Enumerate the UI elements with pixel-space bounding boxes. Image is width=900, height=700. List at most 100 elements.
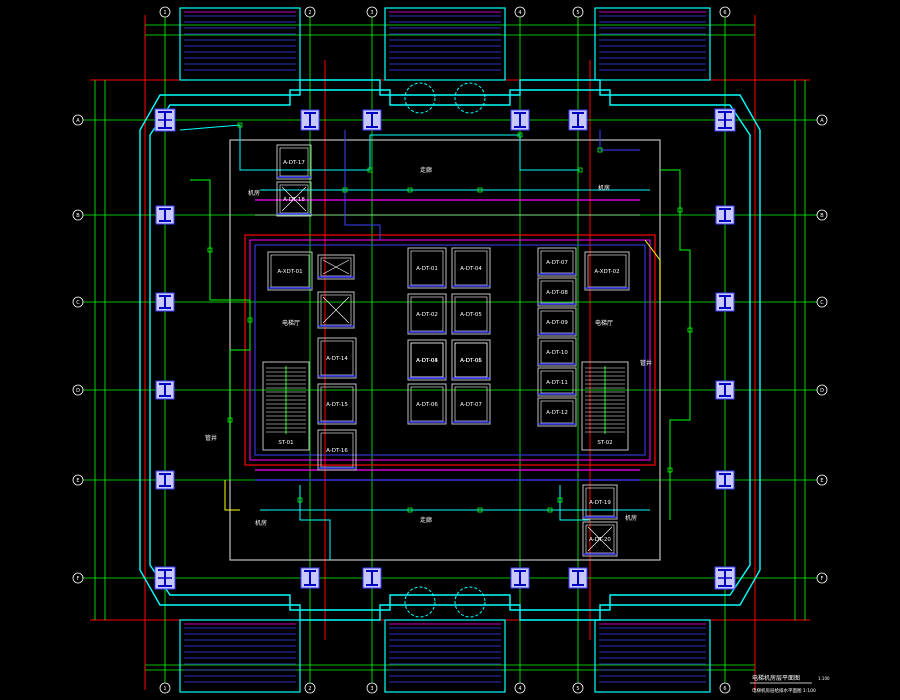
bubble-label: B <box>820 213 824 219</box>
bubble-label: 6 <box>723 10 726 16</box>
elevator-A-DT-01: A-DT-01 <box>407 247 447 289</box>
grid-bubble-right-B: B <box>816 209 828 221</box>
shaft-outline <box>582 484 618 520</box>
corridor-label-bottom: 走廊 <box>420 516 432 524</box>
fitting-marker <box>342 187 348 193</box>
shaft-label: A-XDT-01 <box>277 269 302 275</box>
room-label-shaft-right: 管井 <box>640 359 652 367</box>
balcony-outline <box>384 7 506 81</box>
elevator-A-DT-15: A-DT-15 <box>317 383 357 425</box>
shaft-label: A-DT-14 <box>326 356 348 362</box>
bay-circle <box>404 82 436 114</box>
elevator-small-2 <box>317 291 355 329</box>
bubble-circle <box>159 682 171 694</box>
elevator-A-XDT-01: A-XDT-01 <box>267 251 313 291</box>
shaft-label: A-DT-05 <box>460 312 482 318</box>
shaft-outline <box>451 293 491 335</box>
column-edge-6 <box>362 567 382 589</box>
bay-window-top <box>404 82 486 114</box>
bubble-circle <box>816 384 828 396</box>
bubble-label: 5 <box>576 10 579 16</box>
fitting-marker <box>207 247 213 253</box>
bubble-circle <box>816 209 828 221</box>
shaft-car <box>410 250 444 286</box>
fitting-marker <box>547 507 553 513</box>
bubble-label: 2 <box>308 10 311 16</box>
grid-bubble-left-C: C <box>72 296 84 308</box>
fitting-marker <box>297 497 303 503</box>
stair-ST-02: ST-02 <box>581 361 629 451</box>
grid-bubble-left-D: D <box>72 384 84 396</box>
column-corner-3 <box>154 566 176 590</box>
elevator-A-DT-14: A-DT-14 <box>317 337 357 379</box>
shaft-cross <box>281 186 307 212</box>
shaft-cross <box>587 526 613 552</box>
shaft-car <box>279 184 309 214</box>
fitting-marker <box>517 132 523 138</box>
balcony-outline <box>179 7 301 81</box>
bubble-label: C <box>76 300 80 306</box>
structural-columns <box>154 108 736 590</box>
column-edge-8 <box>568 567 588 589</box>
grid-bubble-top-3: 3 <box>366 6 378 18</box>
bubble-circle <box>514 682 526 694</box>
shaft-outline <box>407 247 447 289</box>
grid-bubble-top-2: 2 <box>304 6 316 18</box>
column-edge-7 <box>510 567 530 589</box>
grid-bubble-top-4: 4 <box>514 6 526 18</box>
bay-circle <box>454 586 486 618</box>
elevator-A-DT-04: A-DT-04 <box>451 247 491 289</box>
bubble-circle <box>366 682 378 694</box>
bubble-circle <box>72 296 84 308</box>
shaft-car <box>279 147 309 177</box>
grid-bubble-bottom-2: 2 <box>304 682 316 694</box>
elevator-A-DT-05b: A-DT-05 <box>451 339 491 381</box>
grid-bubble-bottom-6: 6 <box>719 682 731 694</box>
column-side-5 <box>715 205 735 225</box>
shaft-cross <box>322 296 350 324</box>
elevator-A-DT-04b: A-DT-04 <box>407 339 447 381</box>
drawing-subtitle: 电梯机房层给排水平面图 1:100 <box>752 687 816 694</box>
title-block: 电梯机房层平面图 电梯机房层给排水平面图 1:100 1:100 <box>750 674 830 694</box>
bubble-circle <box>719 682 731 694</box>
shaft-outline <box>317 429 357 471</box>
column-edge-1 <box>300 109 320 131</box>
balcony-top-1 <box>179 7 301 81</box>
grid-bubble-right-A: A <box>816 114 828 126</box>
fitting-marker <box>477 507 483 513</box>
fitting-marker <box>677 207 683 213</box>
bubble-circle <box>72 209 84 221</box>
shaft-label: A-DT-08 <box>546 290 568 296</box>
bubble-circle <box>72 114 84 126</box>
shaft-cross <box>322 259 350 275</box>
shaft-label: A-DT-07 <box>460 402 482 408</box>
shaft-outline <box>407 293 447 335</box>
grid-bubble-bottom-4: 4 <box>514 682 526 694</box>
room-label-lobby-left: 电梯厅 <box>282 319 300 327</box>
shaft-outline <box>317 291 355 329</box>
room-label-shaft-left: 管井 <box>205 434 217 442</box>
grid-bubble-bottom-1: 1 <box>159 682 171 694</box>
bubble-label: E <box>76 478 79 484</box>
bubble-label: F <box>77 576 80 582</box>
bay-circle <box>454 82 486 114</box>
elevator-A-DT-07b: A-DT-07 <box>451 383 491 425</box>
shaft-outline <box>317 337 357 379</box>
bubble-label: 2 <box>308 686 311 692</box>
grid-bubble-left-F: F <box>72 572 84 584</box>
room-label-bottom-left: 机房 <box>255 519 267 527</box>
grid-bubble-right-C: C <box>816 296 828 308</box>
column-side-7 <box>715 380 735 400</box>
grid-bubble-right-F: F <box>816 572 828 584</box>
elevator-A-DT-16: A-DT-16 <box>317 429 357 471</box>
fitting-marker <box>227 417 233 423</box>
bubble-circle <box>304 682 316 694</box>
grid-bubble-top-6: 6 <box>719 6 731 18</box>
shaft-outline <box>276 181 312 217</box>
balcony-outline <box>384 619 506 693</box>
shaft-label: A-XDT-02 <box>594 269 619 275</box>
balcony-outline <box>594 619 711 693</box>
balcony-bottom-3 <box>594 619 711 693</box>
bubble-circle <box>72 572 84 584</box>
